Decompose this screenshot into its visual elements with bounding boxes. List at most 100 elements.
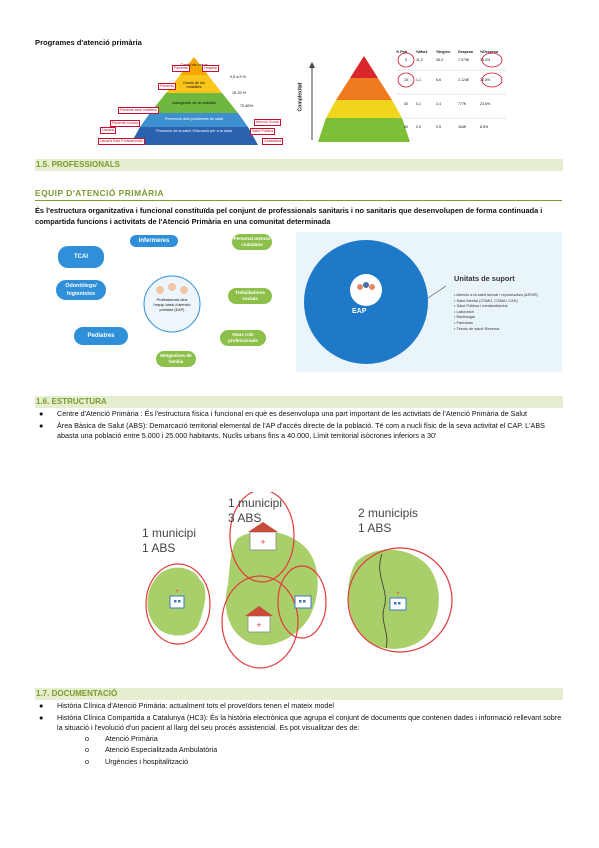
role-metges-familia: Metges/ses de família [156,351,196,367]
support-units-title: Unitats de suport [454,274,515,283]
table-cell: 6,6 [436,78,441,82]
table-cell: 1,1 [416,78,421,82]
list-item: • Salut Pública i mediambiental [454,303,508,309]
svg-text:+: + [256,620,261,630]
documentacio-bullets: ●Història Clínica d'Atenció Primària: ac… [35,701,562,768]
pyramid-percent-2: 15-20 % [232,91,247,95]
table-cell: 35,4% [480,58,491,62]
header-ingres: %Ingres. [436,50,451,54]
sub-item-text: Atenció Especialitzada Ambulatòria [105,745,218,754]
pyramid-tag-right-1: Hospital [202,65,219,72]
programs-title: Programes d'atenció primària [35,38,142,47]
role-atencio-ciutadana: Personal atenció ciutadana [232,234,272,250]
support-units-list: • Atenció a la salut sexual i reproducti… [454,292,562,331]
professionals-diagram: Professionals dins l'equip bàsic d'atenc… [52,232,290,372]
highlight-circles [396,52,506,119]
table-cell: 0,1 [416,102,421,106]
pyramid-level-2: Gestió de les malalties [182,81,206,89]
complexity-axis-label: Complexitat [297,82,304,112]
table-cell: 23,6% [480,102,491,106]
pyramid-tag-left-3: Pacients amb malalties [118,107,159,114]
table-cell: 0,0 [416,125,421,129]
pyramid-tag-right-3: Salut Pública [250,128,275,135]
complexity-pyramid-figure: Complexitat % Pob. %Mort. %Ingres. Despe… [297,50,530,145]
eap-label: EAP [352,308,367,315]
list-item: • Atenció a la salut sexual i reproducti… [454,292,538,297]
list-item: • Tècnic de salut/ Recerca [454,325,500,331]
bullet-cap-text: Centre d'Atenció Primària : És l'estruct… [57,409,527,418]
professionals-diagram-bg [143,275,201,333]
role-nous-rols: Nous rols professionals [220,330,266,346]
header-pct-despesa: %Despesa [480,50,498,54]
role-infermeres: Infermeres [130,235,178,247]
pyramid-tag-right-2: Atenció Social [254,119,281,126]
table-cell: 7.073€ [458,58,469,62]
pyramid-percent-3: 70-80% [240,104,254,108]
pyramid-tag-right-4: Ciutadania [262,138,284,145]
list-item: ●Història Clínica Compartida a Catalunya… [39,712,562,768]
complexity-pyramid-shape [309,56,410,142]
support-item-text: Radiologia [456,314,475,320]
table-cell: 777€ [458,102,466,106]
abs-maps-figure: + + + + 1 municipi 1 ABS 1 municipi 3 AB… [138,492,468,672]
header-pob: % Pob. [396,50,408,54]
table-cell: 5 [405,58,407,62]
role-odontolegs: Odontòlegs/ higienistes [56,280,106,300]
svg-text:+: + [175,589,179,595]
header-mort: %Mort. [416,50,428,54]
list-item: • Salut Mental (CSMIJ, CSMA i CAS) [454,297,518,303]
support-item-text: Salut Mental (CSMIJ, CSMA i CAS) [456,297,518,303]
complexity-table-header: % Pob. %Mort. %Ingres. Despesa %Despesa [396,50,516,54]
sub-item-text: Urgències i hospitalització [105,756,189,766]
bullet-abs-text: Àrea Bàsica de Salut (ABS): Demarcació t… [57,420,545,441]
table-cell: 38,4 [436,58,443,62]
role-tcai: TCAI [58,246,104,268]
eap-support-panel: EAP Unitats de suport • Atenció a la sal… [296,232,562,372]
list-item: • Radiologia [454,314,475,320]
support-item-text: Farmàcia [456,319,473,325]
table-cell: 30 [404,102,408,106]
table-cell: 50 [404,125,408,129]
section-heading-estructura: 1.6. ESTRUCTURA [35,396,563,408]
eap-definition: És l'estructura organitzativa i funciona… [35,206,543,226]
map-b-label-1: 1 municipi [228,496,283,510]
table-cell: 0,5 [436,125,441,129]
list-item: ●Història Clínica d'Atenció Primària: ac… [39,701,335,710]
role-treballadores-socials: Treballadores socials [228,288,272,304]
bullet-hc-ap-text: Història Clínica d'Atenció Primària: act… [57,701,335,710]
care-pyramid-figure: Gestió de casos Gestió de les malalties … [98,55,290,147]
map-c-label-1: 2 municipis [358,506,419,520]
list-item: • Laboratori [454,308,474,314]
complexity-table: % Pob. %Mort. %Ingres. Despesa %Despesa … [396,50,516,129]
pyramid-tag-left-4: Pacients crònics [110,120,141,127]
header-despesa: Despesa [458,50,473,54]
subsection-rule [35,200,562,201]
pyramid-tag-left-2: Pacients [158,83,176,90]
table-cell: 8,5% [480,125,489,129]
pyramid-level-1: Gestió de casos [180,63,208,67]
support-item-text: Salut Pública i mediambiental [456,303,508,309]
eap-circle [304,240,446,364]
table-cell: 32,5% [480,78,491,82]
map-b-label-2: 3 ABS [228,511,262,525]
pyramid-level-4: Prevenció dels problemes de salut [164,117,224,121]
table-row: 30 0,1 2,4 777€ 23,6% [396,102,504,106]
estructura-bullets: ●Centre d'Atenció Primària : És l'estruc… [35,409,562,443]
support-item-text: Atenció a la salut sexual i reproductiva… [456,292,538,297]
pyramid-level-5: Promoció de la salut i Educació per a la… [156,129,232,133]
role-pediatres: Pediatres [74,327,128,345]
care-pyramid-shape [130,57,258,145]
table-cell: 15 [404,78,408,82]
map-a-label-2: 1 ABS [142,541,176,555]
abs-maps-illustration: + + + + [145,492,453,669]
pyramid-level-3: Autogestió de la malaltia [172,100,216,105]
support-item-text: Tècnic de salut/ Recerca [456,325,500,331]
map-a-label-1: 1 municipi [142,526,197,540]
list-item: ●Àrea Bàsica de Salut (ABS): Demarcació … [39,420,545,441]
table-row: 5 11,2 38,4 7.073€ 35,4% [396,58,504,62]
table-row: 15 1,1 6,6 2.124€ 32,5% [396,78,504,82]
pyramid-tag-left-5: Usuaris [100,127,117,134]
